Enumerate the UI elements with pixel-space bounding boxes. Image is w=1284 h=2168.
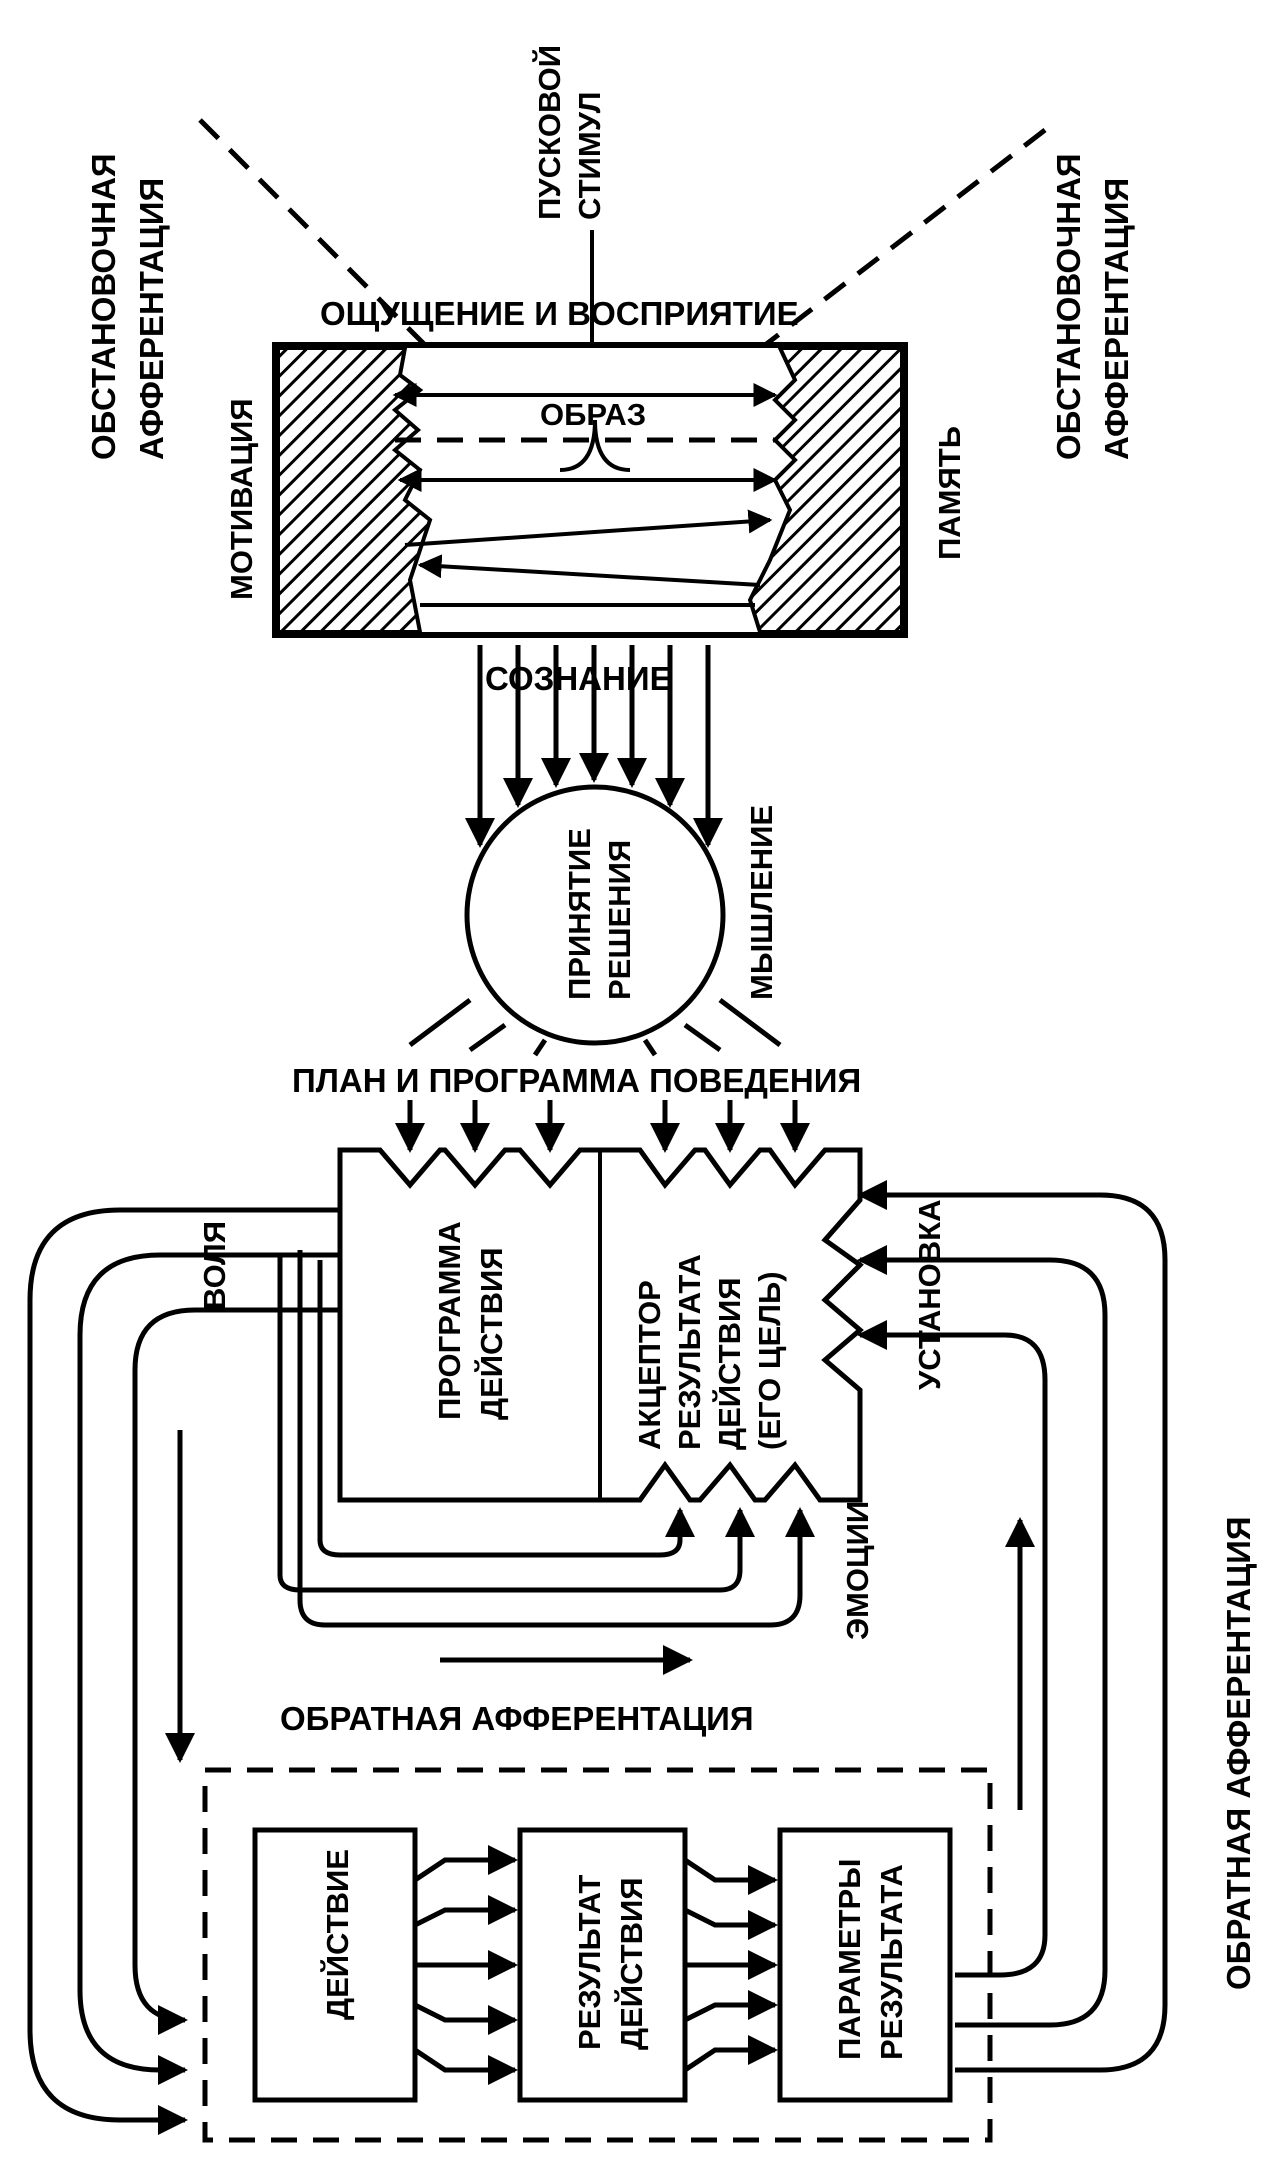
- svg-text:АКЦЕПТОР: АКЦЕПТОР: [632, 1280, 667, 1450]
- consciousness-label: СОЗНАНИЕ: [485, 660, 672, 697]
- svg-text:АФФЕРЕНТАЦИЯ: АФФЕРЕНТАЦИЯ: [1098, 178, 1135, 460]
- action-box: [252, 1827, 418, 2103]
- result-to-parameters-arrows: [683, 1857, 778, 2073]
- parameters-label: ПАРАМЕТРЫ РЕЗУЛЬТАТА: [832, 1859, 909, 2060]
- svg-text:РЕШЕНИЯ: РЕШЕНИЯ: [602, 840, 637, 1000]
- consciousness-arrows: [465, 645, 723, 848]
- svg-text:ПУСКОВОЙ: ПУСКОВОЙ: [531, 45, 567, 220]
- plan-rays: [408, 998, 782, 1057]
- program-label: ПРОГРАММА ДЕЙСТВИЯ: [432, 1221, 509, 1420]
- svg-text:МЫШЛЕНИЕ: МЫШЛЕНИЕ: [744, 805, 779, 1000]
- svg-text:ДЕЙСТВИЯ: ДЕЙСТВИЯ: [711, 1277, 747, 1450]
- plan-arrows: [395, 1100, 810, 1153]
- decision-circle: [464, 784, 726, 1046]
- svg-text:ОБСТАНОВОЧНАЯ: ОБСТАНОВОЧНАЯ: [1050, 153, 1087, 460]
- svg-text:ПРИНЯТИЕ: ПРИНЯТИЕ: [562, 828, 597, 1000]
- emotion-loops: [277, 1250, 815, 1628]
- svg-text:РЕЗУЛЬТАТА: РЕЗУЛЬТАТА: [874, 1864, 909, 2060]
- svg-text:АФФЕРЕНТАЦИЯ: АФФЕРЕНТАЦИЯ: [133, 178, 170, 460]
- svg-text:ДЕЙСТВИЯ: ДЕЙСТВИЯ: [473, 1247, 509, 1420]
- env-afferentation-left-label: ОБСТАНОВОЧНАЯ АФФЕРЕНТАЦИЯ: [85, 153, 170, 460]
- memory-label: ПАМЯТЬ: [932, 426, 967, 560]
- feedback-bottom-label: ОБРАТНАЯ АФФЕРЕНТАЦИЯ: [280, 1700, 754, 1737]
- execution-dashed-frame: [202, 1767, 993, 2143]
- sensation-label: ОЩУЩЕНИЕ И ВОСПРИЯТИЕ: [320, 295, 799, 332]
- svg-text:ЭМОЦИИ: ЭМОЦИИ: [840, 1501, 875, 1640]
- env-afferentation-right-label: ОБСТАНОВОЧНАЯ АФФЕРЕНТАЦИЯ: [1050, 153, 1135, 460]
- emotions-label: ЭМОЦИИ: [840, 1501, 875, 1640]
- svg-text:ПАМЯТЬ: ПАМЯТЬ: [932, 426, 967, 560]
- setup-label: УСТАНОВКА: [912, 1200, 947, 1390]
- acceptor-label: АКЦЕПТОР РЕЗУЛЬТАТА ДЕЙСТВИЯ (ЕГО ЦЕЛЬ): [632, 1254, 787, 1450]
- trigger-stimulus-label: ПУСКОВОЙ СТИМУЛ: [531, 45, 607, 220]
- svg-text:ПАРАМЕТРЫ: ПАРАМЕТРЫ: [832, 1859, 867, 2060]
- result-label: РЕЗУЛЬТАТ ДЕЙСТВИЯ: [572, 1875, 649, 2050]
- feedback-right-label: ОБРАТНАЯ АФФЕРЕНТАЦИЯ: [1220, 1516, 1257, 1990]
- svg-text:(ЕГО ЦЕЛЬ): (ЕГО ЦЕЛЬ): [752, 1271, 787, 1450]
- env-afferentation-right-line: [698, 128, 1047, 397]
- action-label: ДЕЙСТВИЕ: [319, 1849, 355, 2020]
- svg-text:УСТАНОВКА: УСТАНОВКА: [912, 1200, 947, 1390]
- svg-text:РЕЗУЛЬТАТА: РЕЗУЛЬТАТА: [672, 1254, 707, 1450]
- env-afferentation-left-line: [198, 118, 522, 442]
- svg-text:ВОЛЯ: ВОЛЯ: [197, 1221, 232, 1310]
- svg-text:МОТИВАЦИЯ: МОТИВАЦИЯ: [224, 398, 259, 600]
- afferent-synthesis-block: ОБРАЗ: [272, 342, 908, 638]
- right-feedback-loops: [857, 1180, 1168, 2073]
- memory-hatch: [747, 346, 904, 634]
- will-label: ВОЛЯ: [197, 1221, 232, 1310]
- result-box: [517, 1827, 688, 2103]
- thinking-label: МЫШЛЕНИЕ: [744, 805, 779, 1000]
- decision-label: ПРИНЯТИЕ РЕШЕНИЯ: [562, 828, 637, 1000]
- action-to-result-arrows: [413, 1845, 518, 2085]
- plan-label: ПЛАН И ПРОГРАММА ПОВЕДЕНИЯ: [292, 1062, 861, 1099]
- parameters-box: [777, 1827, 953, 2103]
- motivation-label: МОТИВАЦИЯ: [224, 398, 259, 600]
- svg-text:РЕЗУЛЬТАТ: РЕЗУЛЬТАТ: [572, 1875, 607, 2050]
- motivation-hatch: [276, 346, 433, 634]
- left-feedback-loops: [27, 1207, 340, 2135]
- svg-text:ОБРАТНАЯ АФФЕРЕНТАЦИЯ: ОБРАТНАЯ АФФЕРЕНТАЦИЯ: [1220, 1516, 1257, 1990]
- svg-text:ДЕЙСТВИЕ: ДЕЙСТВИЕ: [319, 1849, 355, 2020]
- svg-text:ДЕЙСТВИЯ: ДЕЙСТВИЯ: [613, 1877, 649, 2050]
- image-label: ОБРАЗ: [540, 397, 646, 432]
- svg-text:СТИМУЛ: СТИМУЛ: [572, 91, 607, 220]
- svg-text:ПРОГРАММА: ПРОГРАММА: [432, 1221, 467, 1420]
- svg-text:ОБСТАНОВОЧНАЯ: ОБСТАНОВОЧНАЯ: [85, 153, 122, 460]
